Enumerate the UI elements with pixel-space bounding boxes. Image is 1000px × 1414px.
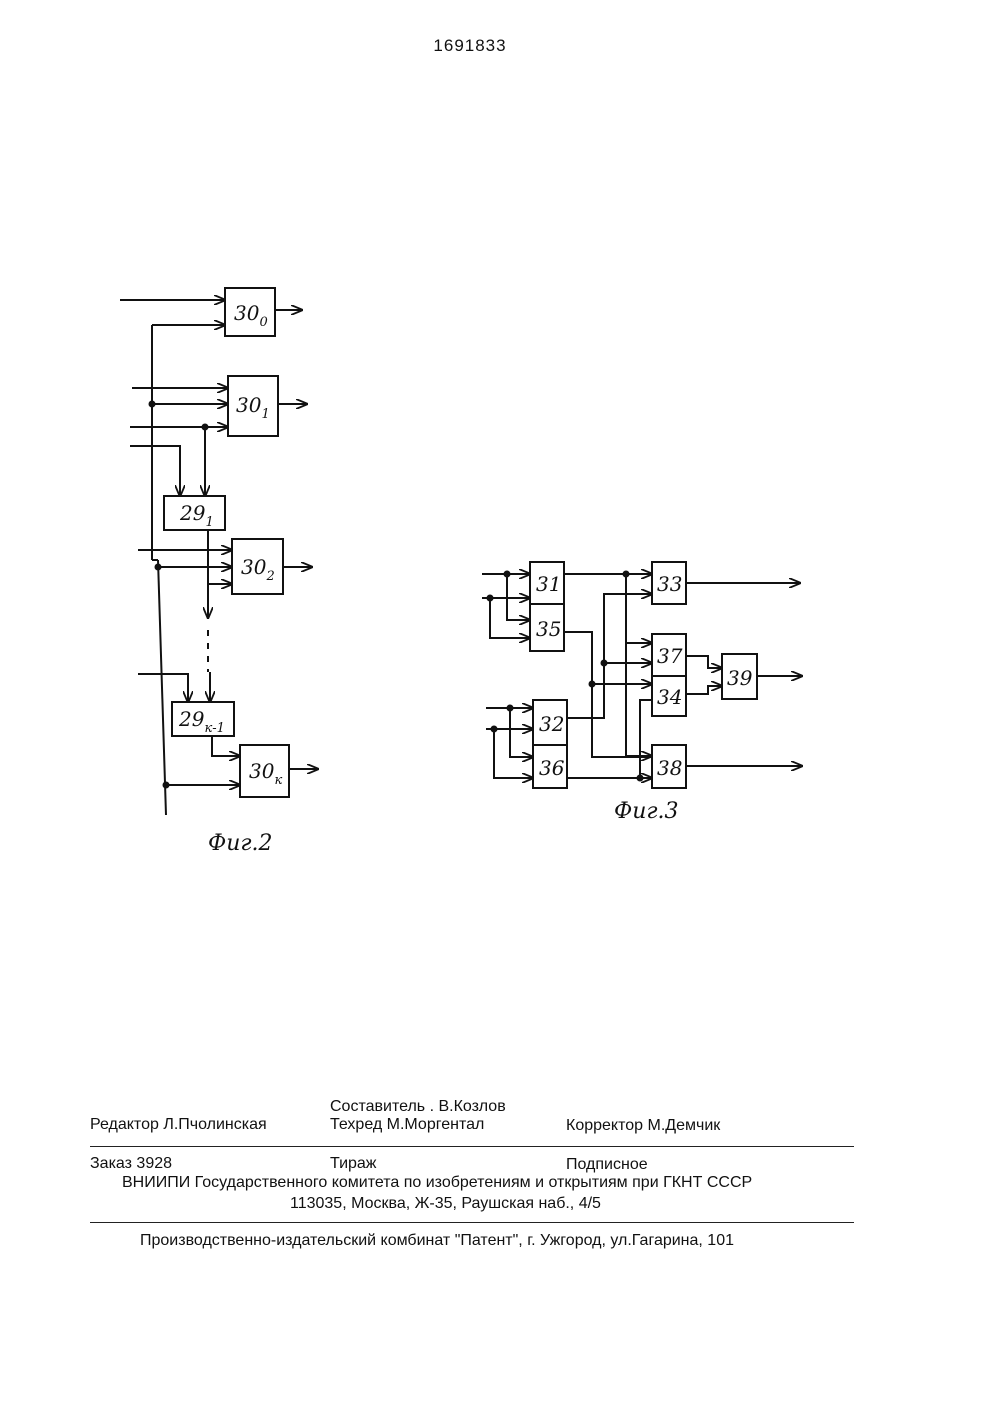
- imprint-techred: Техред М.Моргентал: [330, 1116, 484, 1134]
- svg-text:33: 33: [657, 572, 682, 596]
- svg-text:36: 36: [539, 756, 565, 780]
- svg-text:38: 38: [657, 756, 682, 780]
- svg-text:34: 34: [657, 685, 682, 709]
- block-29-k-1: 29к-1: [172, 702, 234, 736]
- block-31: 31: [530, 562, 564, 604]
- block-38: 38: [652, 745, 686, 788]
- block-39: 39: [722, 654, 757, 699]
- figure-3-diagram: 31 35 32 36 33 37 34 39: [482, 562, 802, 824]
- block-34: 34: [652, 676, 686, 716]
- block-30-0: 300: [225, 288, 275, 336]
- block-36: 36: [533, 745, 567, 788]
- block-30-1: 301: [228, 376, 278, 436]
- imprint-address: 113035, Москва, Ж-35, Раушская наб., 4/5: [290, 1195, 601, 1213]
- imprint-compiler: Составитель . В.Козлов: [330, 1098, 506, 1116]
- block-30-2: 302: [232, 539, 283, 594]
- imprint-institute: ВНИИПИ Государственного комитета по изоб…: [122, 1174, 752, 1192]
- figure-2-caption: Фиг.2: [208, 831, 273, 856]
- svg-text:31: 31: [536, 572, 561, 596]
- fig2-bus-lower: [158, 560, 166, 815]
- block-35: 35: [530, 604, 564, 651]
- block-32: 32: [533, 700, 567, 745]
- imprint-corrector: Корректор М.Демчик: [566, 1117, 720, 1135]
- figure-2-diagram: 300 301 291 302 29к-1 30к Фиг.2: [120, 288, 318, 856]
- svg-text:32: 32: [539, 712, 564, 736]
- svg-text:35: 35: [536, 617, 561, 641]
- imprint-rule-bottom: [90, 1222, 854, 1223]
- svg-text:39: 39: [727, 666, 753, 690]
- imprint-subscription: Подписное: [566, 1156, 648, 1174]
- imprint-publisher: Производственно-издательский комбинат "П…: [140, 1232, 734, 1250]
- figure-3-caption: Фиг.3: [614, 799, 679, 824]
- imprint-order: Заказ 3928: [90, 1155, 172, 1173]
- imprint-rule-top: [90, 1146, 854, 1147]
- svg-text:37: 37: [657, 644, 683, 668]
- imprint-circulation: Тираж: [330, 1155, 377, 1173]
- block-33: 33: [652, 562, 686, 604]
- block-37: 37: [652, 634, 686, 676]
- block-29-1: 291: [164, 496, 225, 530]
- block-30-k: 30к: [240, 745, 289, 797]
- imprint-editor: Редактор Л.Пчолинская: [90, 1116, 267, 1134]
